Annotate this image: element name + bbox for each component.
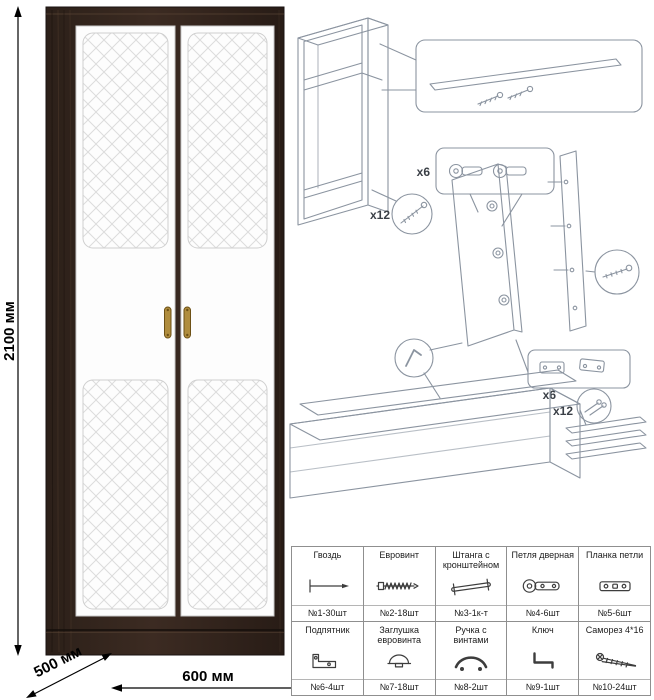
confirmat-callout bbox=[371, 189, 433, 235]
door-panel-diagram bbox=[451, 163, 523, 347]
part-cell-screw: Саморез 4*16 №10-24шт bbox=[579, 621, 651, 696]
hinge-detail-callout bbox=[435, 147, 555, 227]
wardrobe-illustration bbox=[45, 6, 285, 656]
part-name: Ручка с винтами bbox=[453, 624, 489, 645]
door-handle-right bbox=[183, 306, 191, 339]
height-dimension-label: 2100 мм bbox=[1, 301, 18, 361]
part-cell-key: Ключ №9-1шт bbox=[507, 621, 580, 696]
height-dimension: 2100 мм bbox=[1, 6, 22, 656]
part-qty: №8-2шт bbox=[435, 679, 507, 695]
screw-cap-icon bbox=[364, 645, 435, 679]
nail-icon bbox=[292, 568, 363, 605]
door-handle-left bbox=[164, 306, 172, 339]
part-qty: №5-6шт bbox=[579, 604, 650, 621]
part-qty: №2-18шт bbox=[363, 604, 435, 621]
part-qty: №7-18шт bbox=[363, 679, 435, 695]
leader-lines bbox=[379, 43, 417, 91]
self-tapping-screw-icon bbox=[579, 643, 650, 680]
key-icon bbox=[507, 643, 578, 680]
width-dimension-label: 600 мм bbox=[182, 668, 233, 685]
confirmat-screw-icon bbox=[364, 568, 435, 605]
hinge-plate-callout bbox=[515, 339, 631, 389]
part-qty: №6-4шт bbox=[292, 679, 363, 695]
part-name: Петля дверная bbox=[511, 550, 575, 560]
part-cell-hinge-plate: Планка петли №5-6шт bbox=[579, 547, 651, 622]
part-name: Штанга с кронштейном bbox=[442, 550, 500, 571]
part-cell-hinge: Петля дверная №4-6шт bbox=[507, 547, 580, 622]
part-qty: №10-24шт bbox=[579, 679, 650, 695]
part-name: Ключ bbox=[531, 624, 554, 635]
part-cell-glide: Подпятник №6-4шт bbox=[292, 621, 364, 696]
carcass-diagram bbox=[297, 17, 389, 226]
foot-glide-icon bbox=[292, 643, 363, 680]
part-qty: №3-1к-т bbox=[435, 604, 507, 621]
part-name: Евровинт bbox=[379, 550, 420, 560]
hanging-rod-icon bbox=[436, 570, 507, 604]
parts-table: Гвоздь №1-30шт Евровинт №2-18шт Штанга с… bbox=[291, 546, 651, 696]
part-name: Подпятник bbox=[305, 624, 350, 635]
part-cell-rod: Штанга с кронштейном №3-1к-т bbox=[435, 547, 508, 622]
handle-icon bbox=[436, 645, 507, 679]
width-dimension: 600 мм bbox=[111, 668, 305, 692]
door-hinge-icon bbox=[507, 568, 578, 605]
part-name: Заглушка евровинта bbox=[377, 624, 421, 645]
part-qty: №9-1шт bbox=[507, 679, 579, 695]
carcass-screws-count-label: х12 bbox=[370, 208, 390, 222]
assembly-diagrams: х12 х6 bbox=[289, 17, 647, 499]
part-cell-handle: Ручка с винтами №8-2шт bbox=[435, 621, 508, 696]
rail-detail-callout bbox=[415, 39, 643, 113]
door-hinges-count-label: х6 bbox=[417, 165, 431, 179]
euroscrew-callout bbox=[585, 249, 640, 295]
part-qty: №4-6шт bbox=[507, 604, 579, 621]
part-cell-confirmat: Евровинт №2-18шт bbox=[363, 547, 436, 622]
part-qty: №1-30шт bbox=[292, 604, 363, 621]
plinth-strips-diagram bbox=[565, 409, 647, 460]
quilted-pattern-panels bbox=[82, 32, 268, 610]
plate-screws-callout bbox=[576, 388, 612, 424]
key-tool-callout bbox=[394, 338, 463, 399]
part-cell-cap: Заглушка евровинта №7-18шт bbox=[363, 621, 436, 696]
part-name: Гвоздь bbox=[313, 550, 342, 560]
part-name: Планка петли bbox=[586, 550, 644, 560]
side-panel-diagram bbox=[547, 150, 587, 332]
flat-pack-diagram bbox=[289, 369, 581, 499]
hinge-plate-icon bbox=[579, 568, 650, 605]
part-name: Саморез 4*16 bbox=[585, 624, 644, 635]
part-cell-nail: Гвоздь №1-30шт bbox=[292, 547, 364, 622]
